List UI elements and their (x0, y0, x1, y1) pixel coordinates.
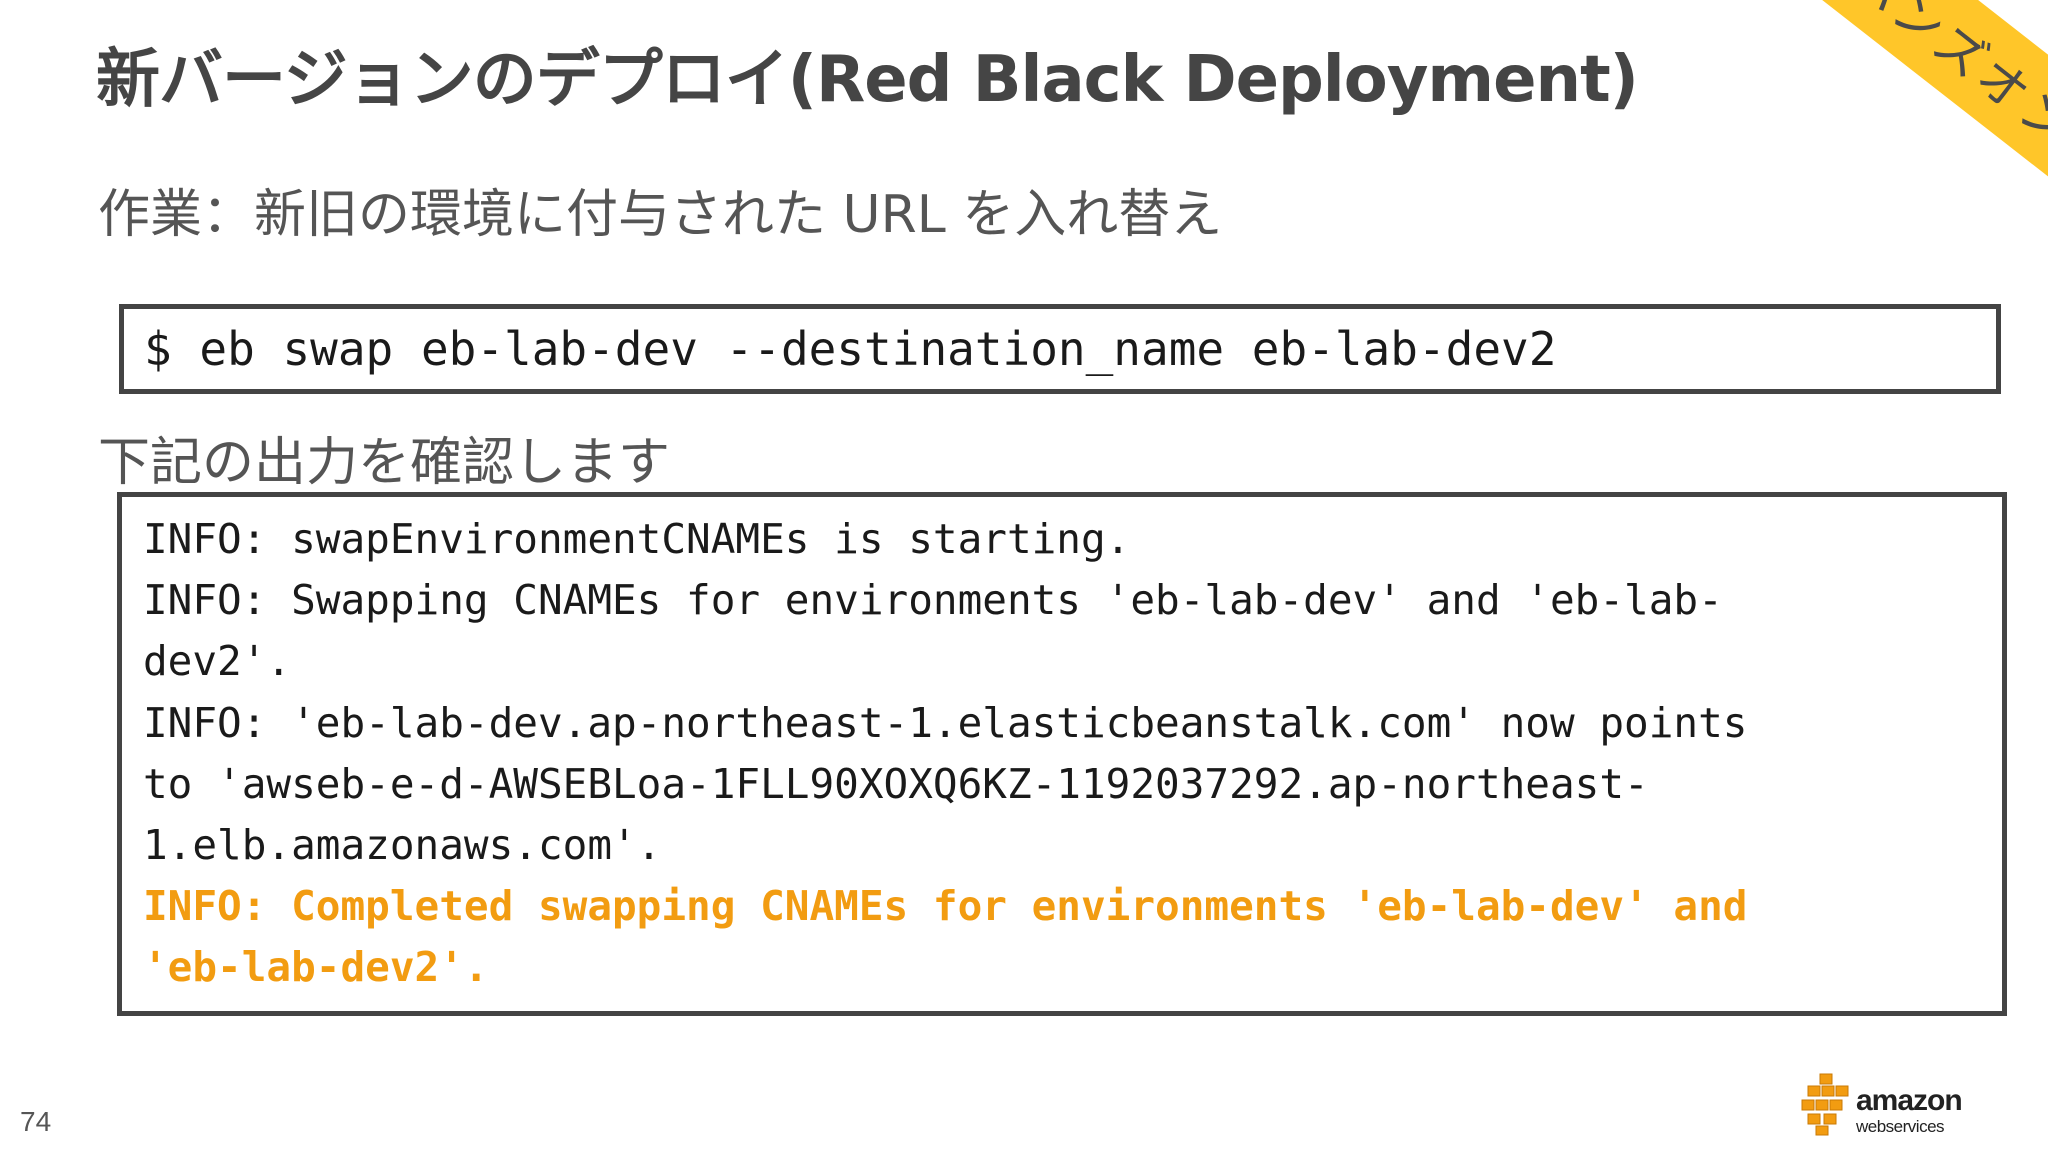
output-line: INFO: swapEnvironmentCNAMEs is starting. (143, 515, 1131, 563)
output-line: INFO: Swapping CNAMEs for environments '… (143, 576, 1723, 625)
hands-on-ribbon-label: ハンズオン (1838, 0, 2048, 160)
output-line: 1.elb.amazonaws.com'. (143, 821, 662, 870)
output-line-completed: INFO: Completed swapping CNAMEs for envi… (143, 882, 1748, 931)
command-text: $ eb swap eb-lab-dev --destination_name … (144, 322, 1557, 376)
aws-logo: amazon webservices (1800, 1072, 2000, 1136)
check-output-instruction: 下記の出力を確認します (98, 433, 671, 493)
task-description: 作業：新旧の環境に付与された URL を入れ替え (98, 185, 1223, 245)
output-line: dev2'. (143, 637, 292, 686)
command-box: $ eb swap eb-lab-dev --destination_name … (119, 304, 2001, 394)
slide-title: 新バージョンのデプロイ(Red Black Deployment) (96, 43, 1639, 117)
output-line: to 'awseb-e-d-AWSEBLoa-1FLL90XOXQ6KZ-119… (143, 759, 1649, 808)
page-number: 74 (20, 1106, 52, 1137)
output-box: INFO: swapEnvironmentCNAMEs is starting.… (117, 492, 2007, 1016)
aws-cubes-icon (1801, 1073, 1849, 1136)
aws-logo-tagline: webservices (1856, 1117, 1945, 1136)
output-line-completed: 'eb-lab-dev2'. (143, 943, 489, 992)
hands-on-ribbon: ハンズオン (1734, 0, 2048, 301)
output-line: INFO: 'eb-lab-dev.ap-northeast-1.elastic… (143, 698, 1748, 747)
aws-logo-wordmark: amazon (1856, 1084, 1963, 1117)
